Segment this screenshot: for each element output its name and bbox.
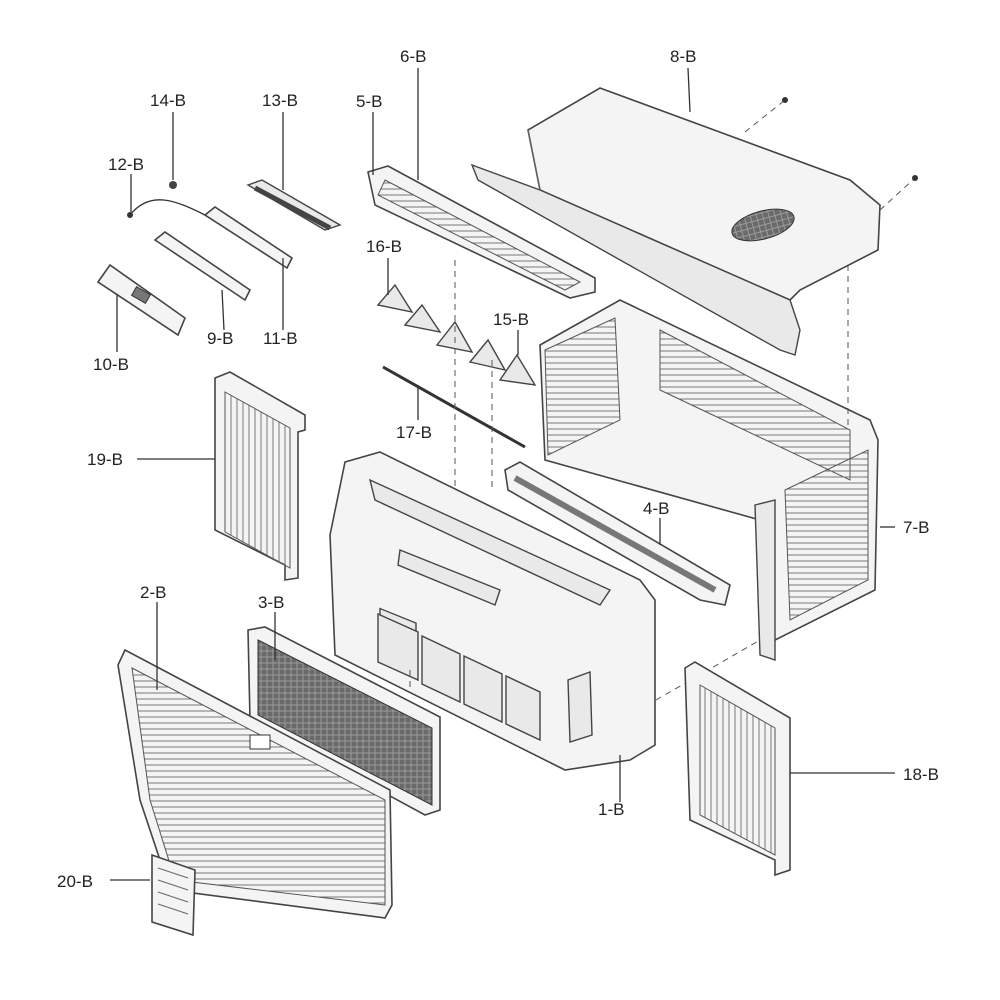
top-grille-part xyxy=(367,165,596,299)
part-labels: 1-B 2-B 3-B 4-B 5-B 6-B 7-B 8-B 9-B 10-B… xyxy=(57,47,939,891)
cabinet-part xyxy=(539,265,879,701)
label-15-b: 15-B xyxy=(493,310,529,329)
label-4-b: 4-B xyxy=(643,499,669,518)
label-9-b: 9-B xyxy=(207,329,233,348)
label-sticker-part xyxy=(151,853,196,937)
label-17-b: 17-B xyxy=(396,423,432,442)
label-19-b: 19-B xyxy=(87,450,123,469)
top-cover-part xyxy=(470,87,918,356)
label-13-b: 13-B xyxy=(262,91,298,110)
leader-lines xyxy=(110,67,895,881)
bracket-set-part xyxy=(376,283,537,386)
label-6-b: 6-B xyxy=(400,47,426,66)
label-11-b: 11-B xyxy=(263,329,298,348)
label-1-b: 1-B xyxy=(598,800,624,819)
label-2-b: 2-B xyxy=(140,583,166,602)
label-10-b: 10-B xyxy=(93,355,129,374)
label-20-b: 20-B xyxy=(57,872,93,891)
label-14-b: 14-B xyxy=(150,91,186,110)
label-8-b: 8-B xyxy=(670,47,696,66)
control-panel-face-part xyxy=(96,263,186,337)
control-board-part xyxy=(127,179,342,302)
side-curtain-left-part xyxy=(214,371,306,581)
label-5-b: 5-B xyxy=(356,92,382,111)
label-7-b: 7-B xyxy=(903,518,929,537)
label-16-b: 16-B xyxy=(366,237,402,256)
drain-pan-part xyxy=(504,461,731,606)
label-18-b: 18-B xyxy=(903,765,939,784)
front-grille-part xyxy=(117,648,393,919)
main-chassis-part xyxy=(329,451,656,771)
label-3-b: 3-B xyxy=(258,593,284,612)
side-curtain-right-part xyxy=(684,661,791,877)
label-12-b: 12-B xyxy=(108,155,144,174)
